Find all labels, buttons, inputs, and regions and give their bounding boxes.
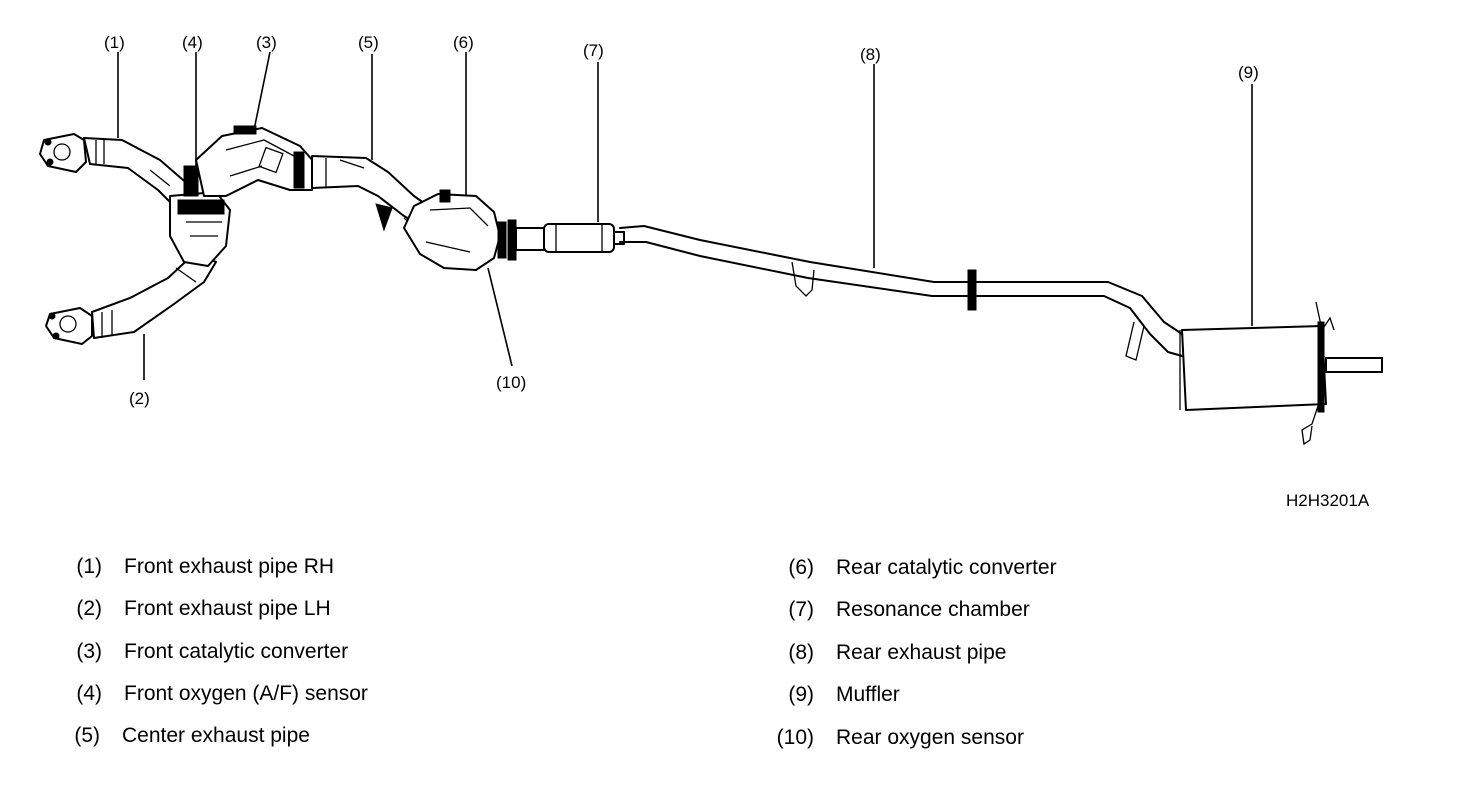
legend-label: Rear exhaust pipe — [836, 641, 1007, 664]
legend-number: (5) — [74, 724, 100, 747]
legend-item-9: (9) Muffler — [770, 683, 899, 706]
muffler — [1179, 301, 1383, 446]
legend-number: (1) — [76, 555, 102, 578]
legend-label: Front oxygen (A/F) sensor — [124, 682, 368, 705]
legend-item-10: (10) Rear oxygen sensor — [770, 726, 1024, 749]
callout-5: (5) — [358, 33, 379, 52]
y-junction — [169, 165, 231, 267]
legend-item-8: (8) Rear exhaust pipe — [770, 641, 1006, 664]
legend-number: (7) — [788, 598, 814, 621]
rear-catalytic-converter — [403, 189, 545, 271]
legend-label: Rear oxygen sensor — [836, 726, 1024, 749]
legend-number: (9) — [788, 683, 814, 706]
legend-item-5: (5) Center exhaust pipe — [68, 724, 310, 747]
legend-item-6: (6) Rear catalytic converter — [770, 556, 1056, 579]
callout-1: (1) — [104, 33, 125, 52]
legend-item-7: (7) Resonance chamber — [770, 598, 1029, 621]
figure-id: H2H3201A — [1286, 491, 1370, 510]
legend-number: (3) — [76, 640, 102, 663]
legend-label: Front catalytic converter — [124, 640, 349, 663]
front-exhaust-pipe-lh — [45, 251, 217, 345]
legend-label: Muffler — [836, 683, 900, 706]
legend-label: Center exhaust pipe — [122, 724, 310, 747]
legend-number: (2) — [76, 597, 102, 620]
legend-item-3: (3) Front catalytic converter — [70, 640, 348, 663]
legend-label: Front exhaust pipe RH — [124, 555, 335, 578]
callout-2: (2) — [129, 389, 150, 408]
callout-10: (10) — [496, 373, 526, 392]
legend-item-2: (2) Front exhaust pipe LH — [70, 597, 330, 620]
legend-label: Rear catalytic converter — [836, 556, 1057, 579]
resonance-chamber — [543, 223, 625, 253]
callout-8: (8) — [860, 45, 881, 64]
legend-label: Resonance chamber — [836, 598, 1030, 621]
front-catalytic-converter — [195, 125, 315, 197]
front-exhaust-pipe-rh — [39, 133, 197, 211]
leader-lines — [117, 51, 1253, 380]
leader-line-3 — [253, 51, 271, 131]
legend-item-1: (1) Front exhaust pipe RH — [70, 555, 334, 578]
legend-number: (6) — [788, 556, 814, 579]
callout-3: (3) — [256, 33, 277, 52]
legend-item-4: (4) Front oxygen (A/F) sensor — [70, 682, 368, 705]
callout-4: (4) — [182, 33, 203, 52]
legend-number: (10) — [776, 726, 814, 749]
legend-number: (4) — [76, 682, 102, 705]
legend-number: (8) — [788, 641, 814, 664]
legend-label: Front exhaust pipe LH — [124, 597, 331, 620]
callout-9: (9) — [1238, 63, 1259, 82]
leader-line-10 — [487, 267, 513, 367]
callout-6: (6) — [453, 33, 474, 52]
rear-exhaust-pipe — [619, 225, 1183, 361]
callout-7: (7) — [583, 41, 604, 60]
